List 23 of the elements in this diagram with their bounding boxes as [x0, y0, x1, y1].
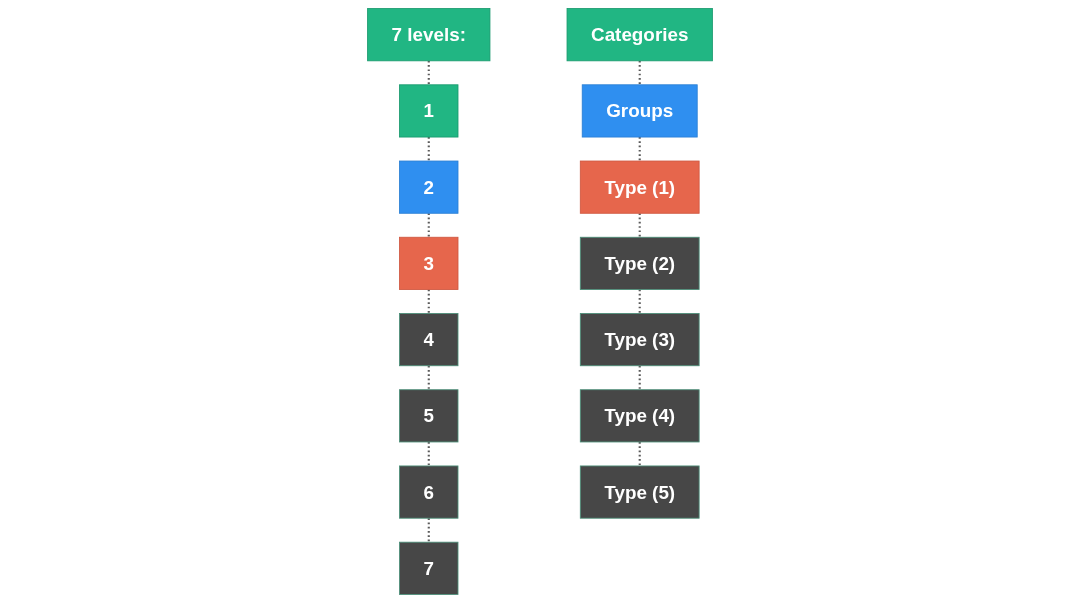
node-box: Categories	[566, 8, 713, 62]
connector	[638, 289, 641, 314]
node-box: 7	[399, 541, 459, 595]
node-box: Type (3)	[579, 313, 700, 367]
connector	[427, 365, 430, 390]
node-box: Groups	[581, 84, 698, 138]
node-box: Type (5)	[579, 465, 700, 519]
connector	[638, 365, 641, 390]
node-box: Type (2)	[579, 236, 700, 290]
node-box: 3	[399, 236, 459, 290]
node-box: Type (1)	[579, 160, 700, 214]
connector	[638, 441, 641, 466]
node-box: 2	[399, 160, 459, 214]
node-box: 7 levels:	[367, 8, 491, 62]
connector	[638, 60, 641, 85]
node-box: 4	[399, 313, 459, 367]
connector	[427, 441, 430, 466]
node-box: Type (4)	[579, 389, 700, 443]
connector	[427, 289, 430, 314]
node-box: 1	[399, 84, 459, 138]
node-box: 6	[399, 465, 459, 519]
node-box: 5	[399, 389, 459, 443]
connector	[427, 60, 430, 85]
